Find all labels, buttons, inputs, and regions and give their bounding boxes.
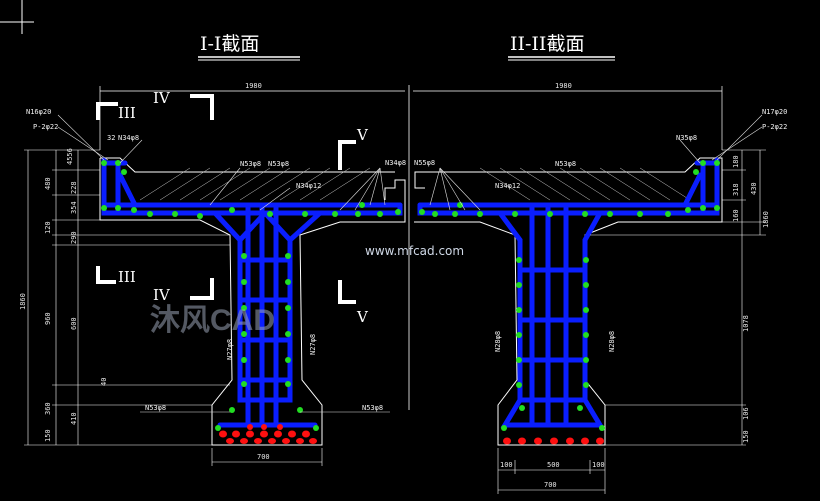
- section-mark-iv-bottom: IV: [153, 286, 171, 304]
- rebar-cage-right: [417, 157, 720, 428]
- label-deck-left-0: N53φ8: [240, 160, 261, 168]
- dim-bottom-split-0: 100: [500, 461, 513, 469]
- dim-left-seg-10: 150: [44, 429, 52, 442]
- label-web-left-1: N27φ8: [309, 334, 317, 355]
- section-mark-v-top: V: [356, 126, 369, 144]
- dim-top-width-right: 1980: [555, 82, 572, 90]
- label-web-left-0: N27φ8: [226, 339, 234, 360]
- label-deck-right-0: N55φ8: [414, 159, 435, 167]
- dim-left-seg-2: 228: [70, 181, 78, 194]
- section-mark-iv-top: IV: [153, 89, 171, 107]
- stirrup-nodes-right: [419, 160, 720, 431]
- section-mark-iii-bottom: III: [118, 268, 136, 286]
- dim-bottom-split-2: 100: [592, 461, 605, 469]
- dim-bottom-left: 700: [257, 453, 270, 461]
- dim-left-seg-4: 120: [44, 221, 52, 234]
- dim-left-seg-5: 290: [70, 231, 78, 244]
- right-vertical-dims: [590, 149, 766, 446]
- main-bars-right: [503, 437, 604, 445]
- dim-bottom-split-1: 500: [547, 461, 560, 469]
- title-section-right: II-II截面: [510, 33, 584, 55]
- dim-left-seg-0: 4556: [66, 148, 74, 165]
- title-section-left: I-I截面: [200, 33, 259, 55]
- dim-left-seg-7: 600: [70, 317, 78, 330]
- label-deck-left-1: N53φ8: [268, 160, 289, 168]
- dim-left-seg-1: 480: [44, 177, 52, 190]
- section-mark-v-bottom: V: [356, 308, 369, 326]
- rebar-cage-left: [101, 157, 403, 428]
- label-p2-right: P-2φ22: [762, 123, 787, 131]
- dim-top-width-left: 1980: [245, 82, 262, 90]
- label-n34-top: N34φ8: [118, 134, 139, 142]
- label-deck-left-2: N34φ12: [296, 182, 321, 190]
- dim-left-seg-8: 360: [44, 402, 52, 415]
- dim-right-seg-6: 106: [742, 407, 750, 420]
- dim-right-seg-5: 1078: [742, 315, 750, 332]
- dim-right-seg-7: 150: [742, 430, 750, 443]
- dim-left-seg-6: 960: [44, 312, 52, 325]
- label-bottom-left-1: N53φ8: [362, 404, 383, 412]
- outline-left-section: [99, 157, 406, 446]
- dim-cut-angle: 40: [100, 378, 108, 386]
- label-deck-right-2: N34φ12: [495, 182, 520, 190]
- main-bars-left: [219, 424, 317, 444]
- label-web-right-1: N28φ8: [608, 331, 616, 352]
- dim-left-seg-3: 354: [70, 201, 78, 214]
- watermark-brand: 沐风CAD: [150, 304, 275, 337]
- dim-right-seg-3: 160: [732, 209, 740, 222]
- label-web-right-0: N28φ8: [494, 331, 502, 352]
- label-n16: N16φ20: [26, 108, 51, 116]
- section-mark-frames: [96, 94, 356, 304]
- leaders-left: [57, 114, 386, 211]
- left-vertical-dims: [24, 149, 230, 446]
- deck-hatch-right: [479, 167, 691, 201]
- dim-left-total: 1860: [19, 293, 27, 310]
- dim-right-seg-1: 318: [732, 183, 740, 196]
- section-mark-iii-top: III: [118, 104, 136, 122]
- dim-bottom-right: 700: [544, 481, 557, 489]
- bottom-dims: [211, 448, 606, 494]
- dim-right-seg-0: 180: [732, 155, 740, 168]
- dim-right-seg-2: 430: [750, 182, 758, 195]
- watermark-url: www.mfcad.com: [365, 244, 464, 258]
- dim-right-seg-4: 1860: [762, 211, 770, 228]
- label-deck-left-3: N34φ8: [385, 159, 406, 167]
- leaders-right: [429, 114, 763, 211]
- label-32: 32: [107, 134, 115, 142]
- label-bottom-left-0: N53φ8: [145, 404, 166, 412]
- label-deck-right-1: N53φ8: [555, 160, 576, 168]
- deck-hatch-left: [139, 167, 371, 201]
- label-n35: N35φ8: [676, 134, 697, 142]
- crosshair-marker: [0, 0, 34, 34]
- dim-left-seg-9: 410: [70, 412, 78, 425]
- label-n17: N17φ20: [762, 108, 787, 116]
- label-p2-left: P-2φ22: [33, 123, 58, 131]
- stirrup-nodes-left: [101, 160, 401, 431]
